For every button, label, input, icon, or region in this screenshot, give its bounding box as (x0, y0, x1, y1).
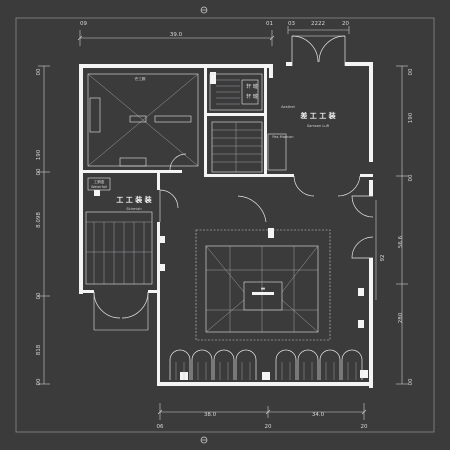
right-dim-6: 00 (408, 378, 414, 385)
middle-stair (211, 121, 263, 173)
bottom-dim-left-middle: 38.0 (204, 412, 217, 418)
top-dim-door-middle: 2222 (311, 21, 325, 27)
top-dim-middle: 39.0 (170, 32, 183, 38)
stair-label-1: 轩 瓏 (246, 83, 258, 90)
top-right-room-title: 差 工 工 装 (300, 111, 335, 120)
top-dim-right: 01 (266, 21, 273, 27)
left-mid-room (85, 177, 179, 331)
top-dim-door-left: 03 (288, 21, 295, 27)
left-dimension-line (38, 65, 50, 385)
left-dim-3: 8.098 (36, 212, 42, 228)
walls (79, 62, 373, 388)
top-right-room (267, 35, 361, 197)
top-dim-left: 09 (80, 21, 87, 27)
bottom-dimension-line (157, 403, 367, 420)
right-dim-4: 92 (380, 255, 386, 262)
hall-bar-label: ▬ (261, 286, 266, 292)
top-middle-stair (209, 73, 263, 111)
left-dim-1: 190 (36, 149, 42, 160)
left-dim-2: 00 (36, 168, 42, 175)
left-dim-4: 00 (36, 292, 42, 299)
tiny-box-label: Aesthet (281, 105, 295, 109)
top-left-room-title: 壱工鋼 (135, 76, 146, 81)
bottom-dim-right: 20 (361, 424, 368, 430)
bottom-dim-center: 20 (265, 424, 272, 430)
right-dim-5: 280 (398, 312, 404, 323)
right-dimension-line (375, 65, 408, 385)
bottom-dim-left: 06 (157, 424, 164, 430)
sheet-frame (15, 17, 435, 433)
left-mid-room-sub: Skirmish (126, 207, 141, 211)
top-right-side-label: Pas Maecon (272, 135, 293, 139)
top-dimension-line (77, 26, 350, 46)
left-mid-room-title: 工 工 装 装 (116, 195, 151, 204)
top-section-mark (200, 6, 208, 14)
right-dim-2: 00 (408, 174, 414, 181)
right-dim-1: 190 (408, 112, 414, 123)
left-mid-badge-sub: Waterfall (91, 185, 107, 189)
stair-label-2: 轩 瓏 (246, 93, 258, 100)
bottom-dim-right-middle: 34.0 (312, 412, 325, 418)
left-dim-0: 00 (36, 68, 42, 75)
bottom-arch-doors (169, 349, 363, 380)
top-dim-door-right: 20 (342, 21, 349, 27)
right-dim-0: 00 (408, 68, 414, 75)
left-dim-6: 00 (36, 378, 42, 385)
central-hall (195, 229, 331, 341)
left-dim-5: 818 (36, 344, 42, 355)
left-mid-badge: 工鋼盒 (94, 179, 105, 184)
bottom-section-mark (200, 436, 208, 444)
top-left-room (87, 73, 199, 171)
right-dim-3: 56.6 (398, 235, 404, 248)
top-right-room-sub: Samsen LuR (307, 124, 330, 128)
right-side-doors (237, 195, 374, 259)
